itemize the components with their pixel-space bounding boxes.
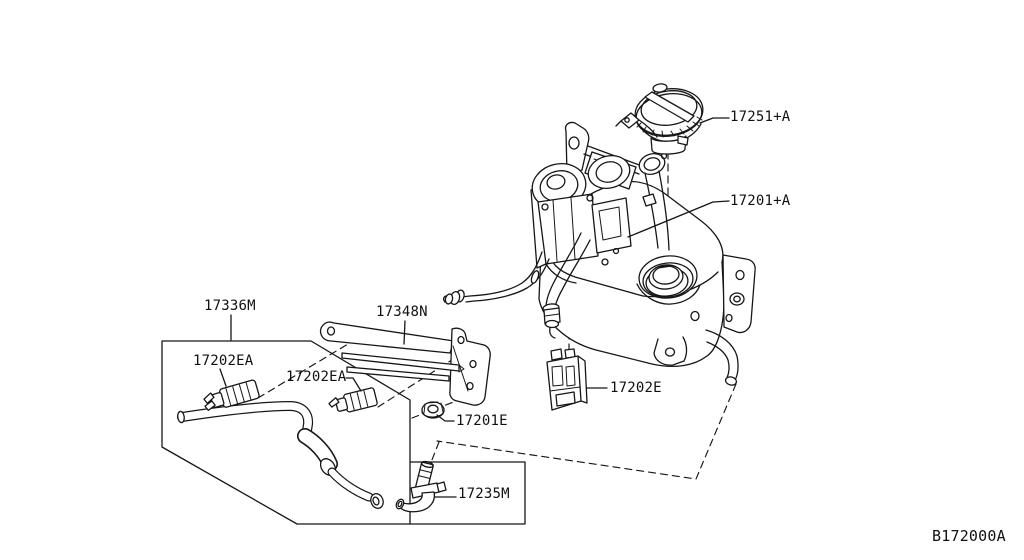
nut-art [421, 401, 445, 419]
part-label-17201-a[interactable]: 17201+A [730, 193, 791, 209]
part-label-17251-a[interactable]: 17251+A [730, 109, 791, 125]
check-valve-art [395, 460, 447, 513]
hose-assembly-art [177, 401, 384, 509]
hose-clamp-art [203, 379, 260, 412]
mounting-bracket-art [319, 321, 491, 406]
part-label-17235m[interactable]: 17235M [458, 486, 510, 502]
part-label-17202ea-2[interactable]: 17202EA [286, 369, 347, 385]
fuel-cap-art [615, 83, 704, 155]
fuel-tank-art [442, 121, 756, 386]
protector-art [546, 348, 588, 411]
part-label-17336m[interactable]: 17336M [204, 298, 256, 314]
part-label-17202ea-1[interactable]: 17202EA [193, 353, 254, 369]
part-label-17348n[interactable]: 17348N [376, 304, 428, 320]
drawing-code: B172000A [932, 527, 1006, 545]
hose-clamp-art [328, 387, 378, 413]
part-label-17202e[interactable]: 17202E [610, 380, 662, 396]
part-label-17201e[interactable]: 17201E [456, 413, 508, 429]
leader-lines [219, 117, 730, 498]
